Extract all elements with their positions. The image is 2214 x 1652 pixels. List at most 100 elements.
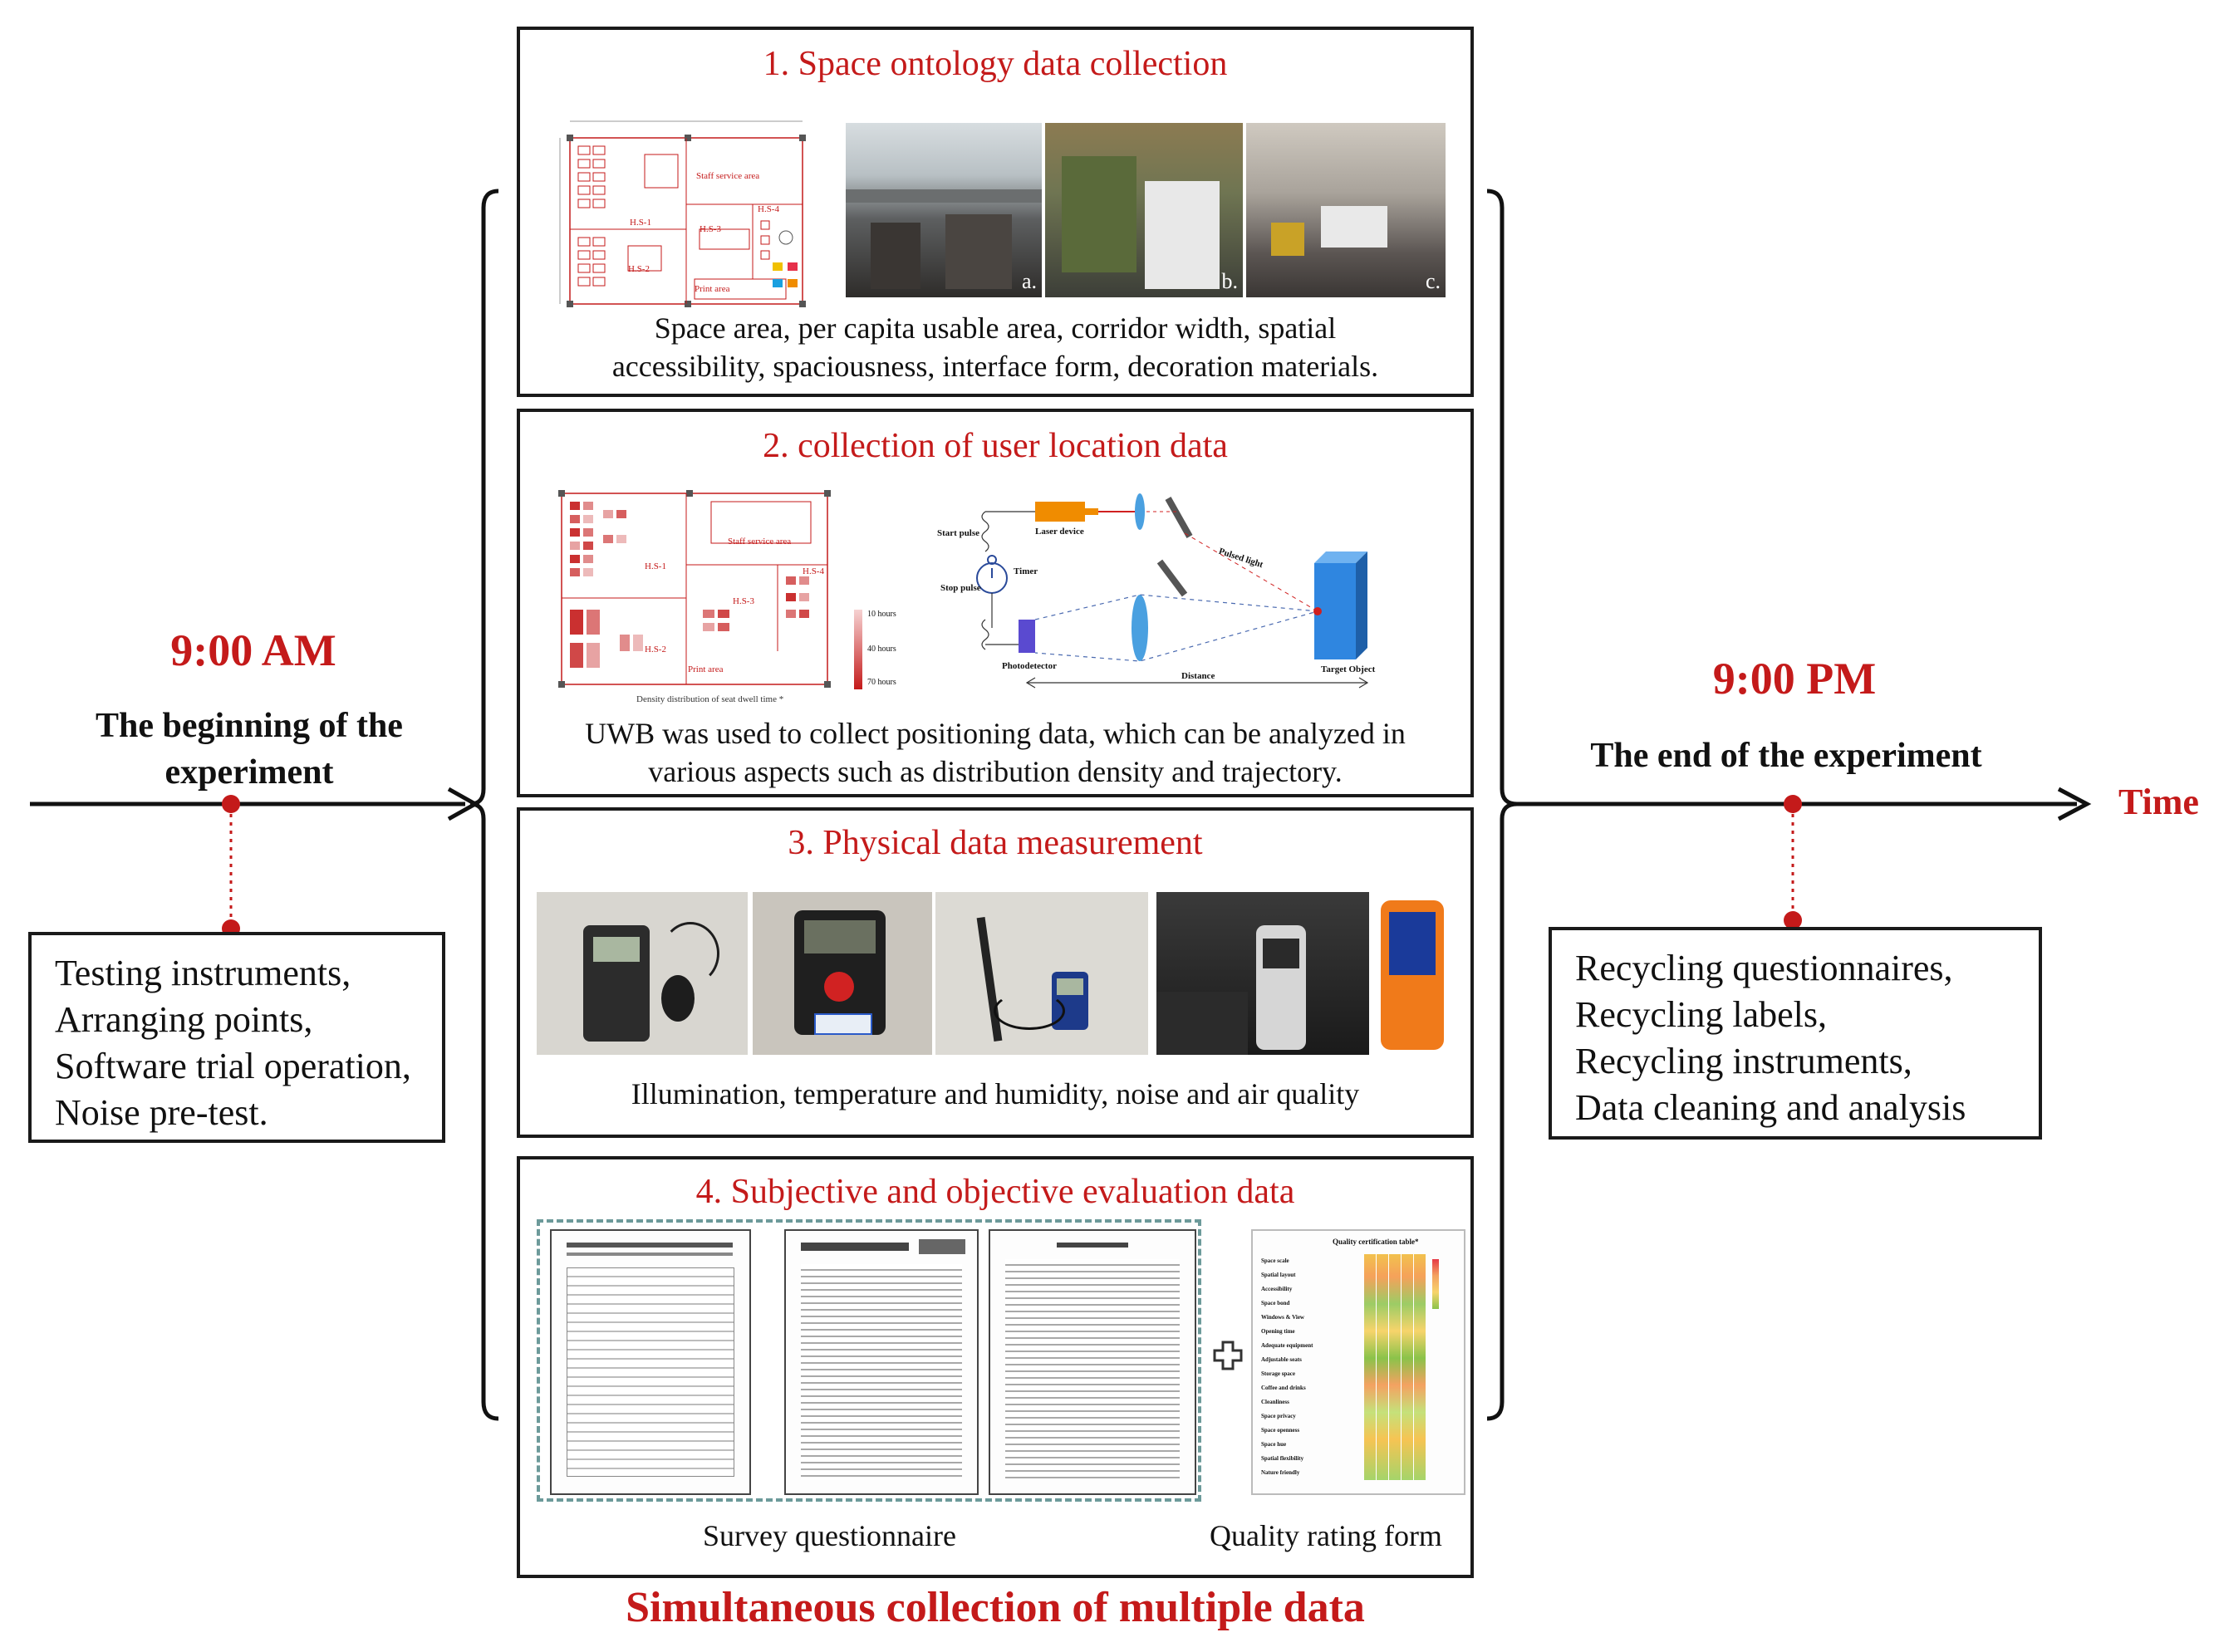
quality-rating-form: Quality certification table* Space scale… [1251,1229,1465,1495]
pre-task-item: Noise pre-test. [55,1092,268,1133]
tof-label: Distance [1181,671,1215,681]
tof-label: Stop pulse [940,583,981,593]
post-task-item: Recycling labels, [1575,994,1828,1035]
panel-desc: Space area, per capita usable area, corr… [537,309,1454,385]
map-label: H.S-1 [645,561,666,571]
panel-physical-data: 3. Physical data measurement Illuminatio… [517,807,1474,1138]
density-legend-label: 40 hours [867,645,896,654]
post-task-item: Recycling instruments, [1575,1041,1912,1081]
pre-task-item: Testing instruments, [55,953,351,993]
rating-row: Windows & View [1261,1314,1304,1321]
panel-evaluation-data: 4. Subjective and objective evaluation d… [517,1156,1474,1578]
floor-label: H.S-4 [758,204,779,214]
floor-plan-drawing [559,120,806,307]
panel-desc: Illumination, temperature and humidity, … [631,1077,1360,1110]
questionnaire-page [550,1229,751,1495]
photo-label: a. [1021,269,1037,293]
start-caption: The beginning of the experiment [33,703,465,796]
panel-title: 2. collection of user location data [763,427,1228,465]
pre-task-box: Testing instruments, Arranging points, S… [28,932,445,1143]
floor-label: H.S-1 [630,218,651,228]
library-photo-a: a. [846,123,1042,297]
rating-form-label: Quality rating form [1210,1519,1442,1552]
rating-row: Nature friendly [1261,1469,1300,1476]
floor-label: H.S-3 [700,224,721,234]
rating-row-labels: Space scale Spatial layout Accessibility… [1261,1254,1344,1480]
sound-meter-photo [1156,892,1369,1055]
questionnaire-group [537,1219,1201,1502]
panel-space-ontology: 1. Space ontology data collection [517,27,1474,397]
rating-row: Adjustable seats [1261,1356,1302,1363]
density-legend-label: 10 hours [867,610,896,619]
panel-desc-line1: Space area, per capita usable area, corr… [654,311,1337,345]
tof-label: Target Object [1321,664,1376,674]
tof-label: Laser device [1035,527,1084,537]
survey-label: Survey questionnaire [703,1519,956,1552]
rating-row: Accessibility [1261,1286,1293,1292]
bottom-title: Simultaneous collection of multiple data [626,1584,1365,1631]
temperature-logger-photo [753,892,932,1055]
end-caption: The end of the experiment [1590,737,1982,775]
floor-label: Print area [695,284,730,294]
photo-label: b. [1221,269,1239,293]
plus-icon [1213,1341,1243,1370]
rating-row: Spatial layout [1261,1272,1296,1278]
library-photo-c: c. [1246,123,1446,297]
start-caption-line2: experiment [164,753,334,792]
map-label: H.S-2 [645,645,666,654]
rating-heatmap [1364,1254,1426,1480]
tof-label: Photodetector [1002,661,1057,671]
panel-desc-line2: various aspects such as distribution den… [648,755,1343,788]
panel-desc-line1: UWB was used to collect positioning data… [585,717,1406,750]
density-legend-bar [854,610,862,689]
start-caption-line1: The beginning of the [96,707,403,745]
start-time: 9:00 AM [170,625,336,675]
map-label: H.S-3 [733,596,754,606]
pre-task-item: Arranging points, [55,999,313,1040]
photo-label: c. [1425,269,1441,293]
illuminance-meter-photo [537,892,748,1055]
post-task-box: Recycling questionnaires, Recycling labe… [1549,927,2042,1140]
probe-meter-photo [935,892,1148,1055]
panel-title: 1. Space ontology data collection [763,45,1228,83]
air-quality-meter-photo [1376,892,1451,1055]
rating-row: Space bond [1261,1300,1290,1306]
rating-table-title: Quality certification table* [1333,1238,1419,1246]
rating-row: Adequate equipment [1261,1342,1313,1349]
panel-desc: UWB was used to collect positioning data… [537,714,1454,791]
panel-user-location: 2. collection of user location data [517,409,1474,797]
rating-row: Opening time [1261,1328,1295,1335]
rating-legend [1432,1259,1439,1309]
rating-row: Space openness [1261,1427,1300,1434]
floor-label: H.S-2 [628,264,650,274]
questionnaire-page [784,1229,979,1495]
map-label: Staff service area [728,537,792,547]
map-label: H.S-4 [803,566,824,576]
rating-row: Storage space [1261,1370,1296,1377]
post-task-item: Recycling questionnaires, [1575,948,1953,988]
pre-task-item: Software trial operation, [55,1046,411,1086]
rating-row: Space privacy [1261,1413,1296,1419]
rating-row: Space hue [1261,1441,1287,1448]
end-time: 9:00 PM [1712,654,1877,703]
panel-title: 4. Subjective and objective evaluation d… [695,1173,1295,1211]
panel-desc-line2: accessibility, spaciousness, interface f… [611,350,1379,383]
rating-row: Cleanliness [1261,1399,1289,1405]
library-photo-b: b. [1045,123,1243,297]
rating-row: Space scale [1261,1257,1289,1264]
tof-diagram [976,493,1369,689]
time-axis-label: Time [2118,782,2199,822]
density-legend-label: 70 hours [867,678,896,687]
map-caption: Density distribution of seat dwell time … [636,694,784,704]
rating-row: Spatial flexibility [1261,1455,1304,1462]
panel-title: 3. Physical data measurement [788,824,1203,862]
floor-label: Staff service area [696,171,760,181]
rating-row: Coffee and drinks [1261,1385,1306,1391]
tof-label: Start pulse [937,528,980,538]
tof-label: Timer [1014,566,1038,576]
map-label: Print area [688,664,724,674]
post-task-item: Data cleaning and analysis [1575,1087,1966,1128]
density-map [558,490,831,688]
questionnaire-page [989,1229,1196,1495]
